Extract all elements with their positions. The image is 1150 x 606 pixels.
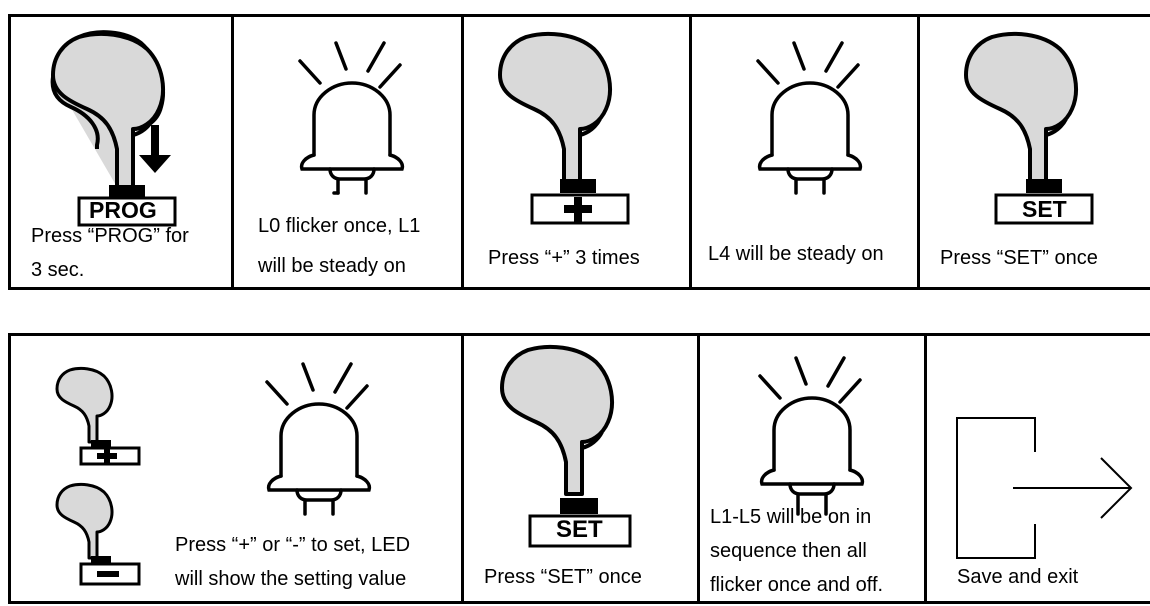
step-led-l0-l1: L0 flicker once, L1 will be steady on [234, 17, 464, 287]
step-7-caption: Press “SET” once [484, 566, 642, 588]
exit-icon [956, 417, 1133, 559]
hand-press-icon [964, 31, 1094, 225]
step-led-sequence: L1-L5 will be on in sequence then all fl… [700, 336, 927, 601]
set-button-label: SET [556, 516, 603, 543]
hand-press-icon [498, 31, 630, 225]
step-8-caption-line-3: flicker once and off. [710, 574, 884, 596]
step-5-caption: Press “SET” once [940, 247, 1098, 269]
set-button [994, 193, 1094, 225]
step-press-prog: PROG Press “PROG” for 3 sec. [11, 17, 234, 287]
step-led-l4: L4 will be steady on [692, 17, 920, 287]
set-button [528, 514, 632, 548]
step-3-caption: Press “+” 3 times [488, 247, 640, 269]
prog-button-label: PROG [89, 197, 157, 223]
plus-minus-illustration [55, 362, 372, 586]
instruction-row-1: PROG Press “PROG” for 3 sec. L0 flicker … [8, 14, 1150, 290]
step-8-caption-line-1: L1-L5 will be on in [710, 506, 872, 528]
hand-press-icon [55, 366, 114, 444]
step-1-caption-line-2: 3 sec. [31, 259, 85, 281]
down-arrow-icon [139, 125, 171, 173]
step-press-set: SET Press “SET” once [920, 17, 1150, 287]
hand-press-icon [500, 344, 632, 548]
button-cap [109, 185, 145, 197]
step-press-plus: Press “+” 3 times [464, 17, 692, 287]
step-press-set-2: SET Press “SET” once [464, 336, 700, 601]
step-1-caption-line-1: Press “PROG” for [31, 225, 189, 247]
instruction-row-2: Press “+” or “-” to set, LED will show t… [8, 333, 1150, 604]
led-icon [758, 356, 865, 516]
step-8-caption-line-2: sequence then all [710, 540, 867, 562]
step-6-caption-line-2: will show the setting value [175, 568, 407, 590]
step-2-caption-line-2: will be steady on [258, 255, 406, 277]
hand-press-icon [50, 30, 177, 227]
step-9-caption: Save and exit [957, 566, 1079, 588]
step-6-caption-line-1: Press “+” or “-” to set, LED [175, 534, 411, 556]
led-icon [756, 41, 863, 195]
step-4-caption: L4 will be steady on [708, 243, 884, 265]
prog-button [77, 196, 177, 227]
set-button-label: SET [1022, 196, 1067, 222]
step-save-exit: Save and exit [927, 336, 1150, 601]
hand-press-icon [55, 482, 114, 560]
step-press-plus-minus: Press “+” or “-” to set, LED will show t… [11, 336, 464, 601]
led-icon [265, 362, 372, 516]
step-2-caption-line-1: L0 flicker once, L1 [258, 215, 421, 237]
led-icon [298, 41, 405, 195]
